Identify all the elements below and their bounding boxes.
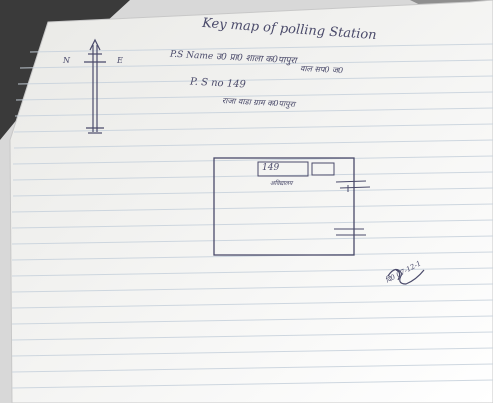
road-marks [334,180,371,236]
corner-shadow [0,0,130,140]
north-arrow-sketch [84,38,106,134]
ruled-lines [11,43,493,389]
map-rectangle [213,157,355,256]
legend-left-label: N [63,56,70,65]
map-box-149 [257,161,309,177]
map-box-small [311,162,335,176]
signature [387,268,425,285]
map-box-label: अविद्यालय [270,180,293,187]
map-box-number: 149 [262,163,280,173]
ps-name-line2: वाल सप0 ज0 [299,63,344,76]
legend-right-label: E [117,56,123,65]
